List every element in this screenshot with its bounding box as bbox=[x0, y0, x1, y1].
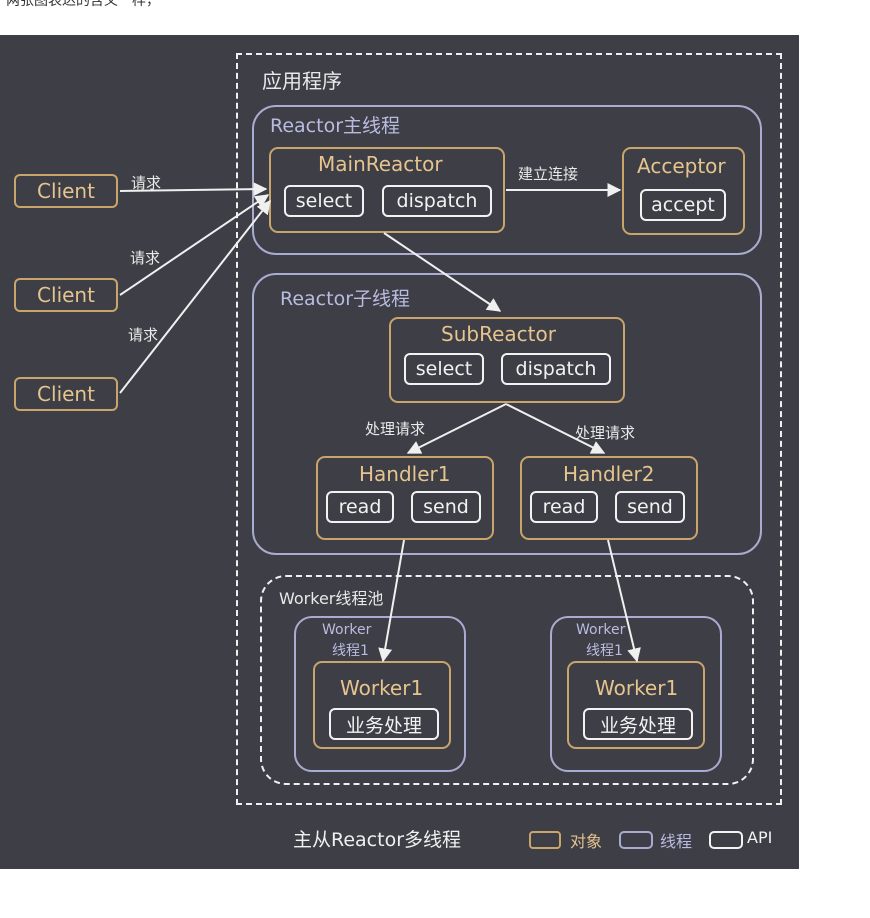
handler1-label: Handler1 bbox=[359, 462, 451, 486]
main-dispatch-api: dispatch bbox=[382, 185, 492, 217]
worker-pool-label: Worker线程池 bbox=[279, 589, 384, 608]
page-top-text: 两张图表达的含义一样， bbox=[6, 0, 160, 9]
arrow-handler2-to-worker2 bbox=[607, 539, 641, 663]
main-select-api: select bbox=[284, 185, 364, 217]
sub-dispatch-api: dispatch bbox=[501, 353, 611, 385]
handler2-send-api: send bbox=[615, 491, 685, 523]
sub-thread-box bbox=[252, 273, 762, 555]
acceptor-box bbox=[622, 147, 745, 235]
sub-thread-label: Reactor子线程 bbox=[280, 288, 411, 310]
request-label-1: 请求 bbox=[131, 174, 162, 192]
handler2-box bbox=[520, 456, 698, 540]
arrow-client1-to-main bbox=[119, 182, 268, 197]
handler1-send-api: send bbox=[411, 491, 481, 523]
legend-thread-swatch bbox=[619, 831, 653, 849]
main-reactor-box bbox=[269, 147, 505, 233]
worker-thread-2-label-line1: Worker bbox=[576, 622, 626, 638]
worker-thread-1-box bbox=[294, 616, 466, 772]
handle-label-2: 处理请求 bbox=[575, 424, 636, 442]
client-3: Client bbox=[14, 377, 118, 411]
arrow-client2-to-main bbox=[119, 194, 270, 296]
worker-pool-box bbox=[260, 575, 754, 785]
legend-thread-label: 线程 bbox=[660, 832, 693, 851]
main-reactor-label: MainReactor bbox=[318, 152, 443, 176]
worker1-label-1: Worker1 bbox=[340, 676, 424, 700]
worker1-business-api-1: 业务处理 bbox=[329, 708, 439, 740]
request-label-3: 请求 bbox=[128, 326, 159, 344]
sub-reactor-label: SubReactor bbox=[441, 322, 556, 346]
legend-api-label: API bbox=[747, 828, 773, 847]
main-thread-box bbox=[252, 105, 762, 255]
handler2-read-api: read bbox=[530, 491, 598, 523]
worker-thread-2-box bbox=[550, 616, 722, 772]
worker-thread-2-label-line2: 线程1 bbox=[586, 643, 623, 659]
handler2-label: Handler2 bbox=[563, 462, 655, 486]
legend-object-swatch bbox=[529, 831, 561, 849]
reactor-diagram: 应用程序 Reactor主线程 MainReactor select dispa… bbox=[0, 35, 799, 869]
connect-label: 建立连接 bbox=[518, 165, 579, 183]
request-label-2: 请求 bbox=[130, 249, 161, 267]
worker1-business-api-2: 业务处理 bbox=[583, 708, 693, 740]
worker-thread-1-label-line2: 线程1 bbox=[332, 643, 369, 659]
arrow-sub-to-handler2 bbox=[505, 403, 606, 454]
diagram-caption: 主从Reactor多线程 bbox=[293, 829, 462, 851]
handler1-box bbox=[316, 456, 494, 540]
legend-api-swatch bbox=[709, 831, 743, 849]
app-boundary bbox=[236, 53, 782, 805]
handler1-read-api: read bbox=[326, 491, 394, 523]
handle-label-1: 处理请求 bbox=[365, 420, 426, 438]
client-2: Client bbox=[14, 278, 118, 312]
arrow-client3-to-main bbox=[119, 199, 271, 394]
sub-reactor-box bbox=[389, 317, 625, 403]
arrow-sub-to-handler1 bbox=[406, 403, 507, 454]
arrow-main-to-sub bbox=[383, 232, 502, 312]
main-thread-label: Reactor主线程 bbox=[270, 115, 401, 137]
client-1: Client bbox=[14, 174, 118, 208]
sub-select-api: select bbox=[404, 353, 484, 385]
worker-thread-1-label-line1: Worker bbox=[322, 622, 372, 638]
app-label: 应用程序 bbox=[262, 69, 342, 93]
arrow-handler1-to-worker1 bbox=[378, 539, 405, 663]
worker1-label-2: Worker1 bbox=[595, 676, 679, 700]
acceptor-label: Acceptor bbox=[637, 154, 726, 178]
legend-object-label: 对象 bbox=[570, 832, 603, 851]
accept-api: accept bbox=[640, 189, 726, 221]
arrow-layer bbox=[119, 182, 641, 663]
